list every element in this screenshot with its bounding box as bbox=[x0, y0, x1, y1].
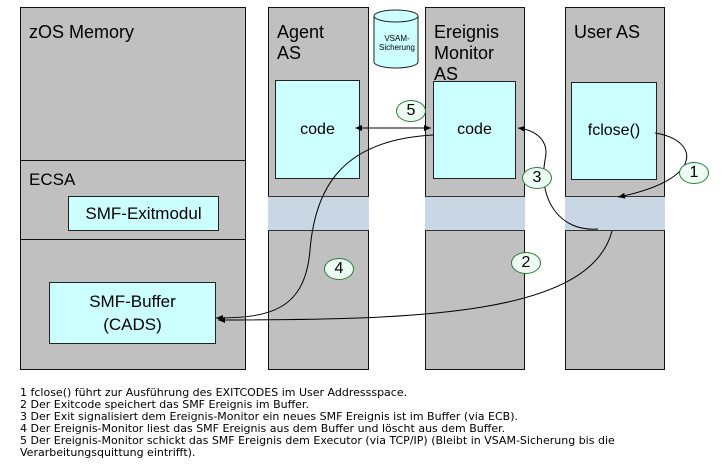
note-5: 5 Der Ereignis-Monitor schickt das SMF E… bbox=[20, 434, 615, 459]
step-4-badge: 4 bbox=[324, 258, 354, 280]
ecsa-band-monitor bbox=[425, 196, 525, 231]
vsam-label: VSAM- Sicherung bbox=[378, 34, 416, 52]
smf-exitmodul-label: SMF-Exitmodul bbox=[85, 203, 202, 223]
note-2: 2 Der Exitcode speichert das SMF Ereigni… bbox=[20, 398, 309, 411]
note-1: 1 fclose() führt zur Ausführung des EXIT… bbox=[20, 386, 408, 399]
arrow-step-4 bbox=[215, 134, 434, 321]
ecsa-label: ECSA bbox=[29, 170, 76, 189]
note-3: 3 Der Exit signalisiert dem Ereignis-Mon… bbox=[20, 410, 518, 423]
fclose-label: fclose() bbox=[587, 122, 641, 139]
step-5-badge: 5 bbox=[396, 100, 426, 122]
agent-code-box: code bbox=[275, 80, 360, 179]
smf-exitmodul-box: SMF-Exitmodul bbox=[68, 196, 219, 231]
agent-code-label: code bbox=[300, 120, 335, 138]
arrow-step-2 bbox=[217, 230, 613, 323]
step-1-badge: 1 bbox=[679, 162, 709, 184]
monitor-as-column: Ereignis Monitor AS bbox=[425, 7, 525, 370]
monitor-code-label: code bbox=[457, 121, 492, 138]
step-3-badge: 3 bbox=[522, 167, 552, 189]
note-4: 4 Der Ereignis-Monitor liest das SMF Ere… bbox=[20, 422, 506, 435]
smf-buffer-box: SMF-Buffer (CADS) bbox=[49, 282, 216, 344]
agent-as-title: Agent AS bbox=[277, 22, 325, 63]
ecsa-band-user bbox=[565, 196, 665, 231]
agent-as-column: Agent AS bbox=[268, 7, 369, 370]
ecsa-band-agent bbox=[268, 196, 369, 231]
zos-memory-title: zOS Memory bbox=[29, 22, 135, 42]
monitor-as-title: Ereignis Monitor AS bbox=[434, 22, 500, 84]
ecsa-region: ECSA bbox=[20, 160, 246, 240]
step-2-badge: 2 bbox=[511, 252, 541, 274]
arrow-step-1 bbox=[617, 132, 688, 199]
monitor-code-box: code bbox=[433, 81, 516, 179]
vsam-cylinder-icon bbox=[373, 9, 419, 69]
user-as-title: User AS bbox=[574, 22, 641, 42]
user-fclose-box: fclose() bbox=[571, 82, 657, 180]
arrow-step-3 bbox=[517, 125, 599, 230]
smf-buffer-label: SMF-Buffer (CADS) bbox=[89, 292, 176, 334]
legend-notes: 1 fclose() führt zur Ausführung des EXIT… bbox=[20, 387, 615, 459]
